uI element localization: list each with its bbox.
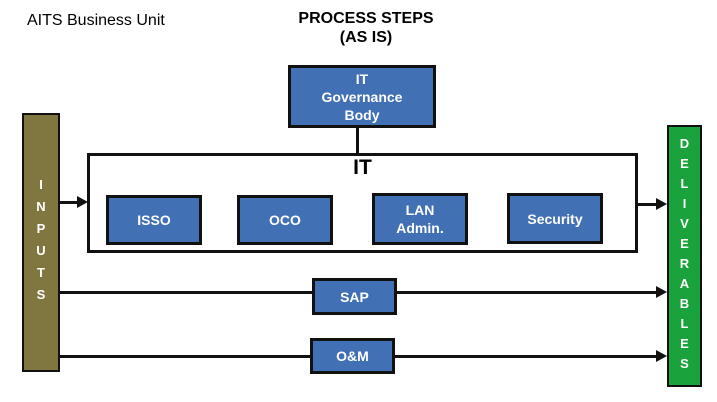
lan-admin-box: LAN Admin. bbox=[372, 193, 468, 245]
oco-box: OCO bbox=[237, 195, 333, 245]
om-box: O&M bbox=[310, 338, 395, 374]
governance-box: IT Governance Body bbox=[288, 65, 436, 128]
deliverables-lane: DELIVERABLES bbox=[667, 125, 702, 387]
governance-line2: Governance bbox=[321, 88, 403, 105]
arrow-it-to-deliverables-head bbox=[656, 198, 667, 210]
arrow-om-head bbox=[656, 350, 667, 362]
isso-label: ISSO bbox=[137, 212, 171, 228]
lan-admin-line1: LAN bbox=[405, 202, 435, 218]
arrow-inputs-to-it-line bbox=[56, 201, 80, 204]
oco-label: OCO bbox=[269, 212, 301, 228]
governance-line1: IT bbox=[355, 70, 369, 87]
arrow-sap-head bbox=[656, 286, 667, 298]
deliverables-label: DELIVERABLES bbox=[677, 136, 692, 376]
om-label: O&M bbox=[336, 348, 369, 364]
sap-label: SAP bbox=[340, 288, 369, 305]
inputs-lane: INPUTS bbox=[22, 113, 60, 372]
sap-box: SAP bbox=[312, 278, 397, 315]
security-box: Security bbox=[507, 193, 603, 244]
connector-governance-to-it bbox=[356, 127, 359, 154]
lan-admin-line2: Admin. bbox=[396, 220, 444, 236]
page-title-line1: PROCESS STEPS bbox=[298, 10, 434, 27]
governance-line3: Body bbox=[344, 106, 380, 123]
arrow-inputs-to-it-head bbox=[77, 196, 88, 208]
arrow-it-to-deliverables-line bbox=[637, 203, 657, 206]
it-group-label: IT bbox=[353, 156, 372, 179]
inputs-label: INPUTS bbox=[33, 176, 49, 309]
unit-label: AITS Business Unit bbox=[27, 12, 165, 29]
security-label: Security bbox=[527, 210, 583, 227]
page-title-line2: (AS IS) bbox=[339, 29, 393, 46]
page-title: PROCESS STEPS (AS IS) bbox=[270, 9, 462, 47]
isso-box: ISSO bbox=[106, 195, 202, 245]
